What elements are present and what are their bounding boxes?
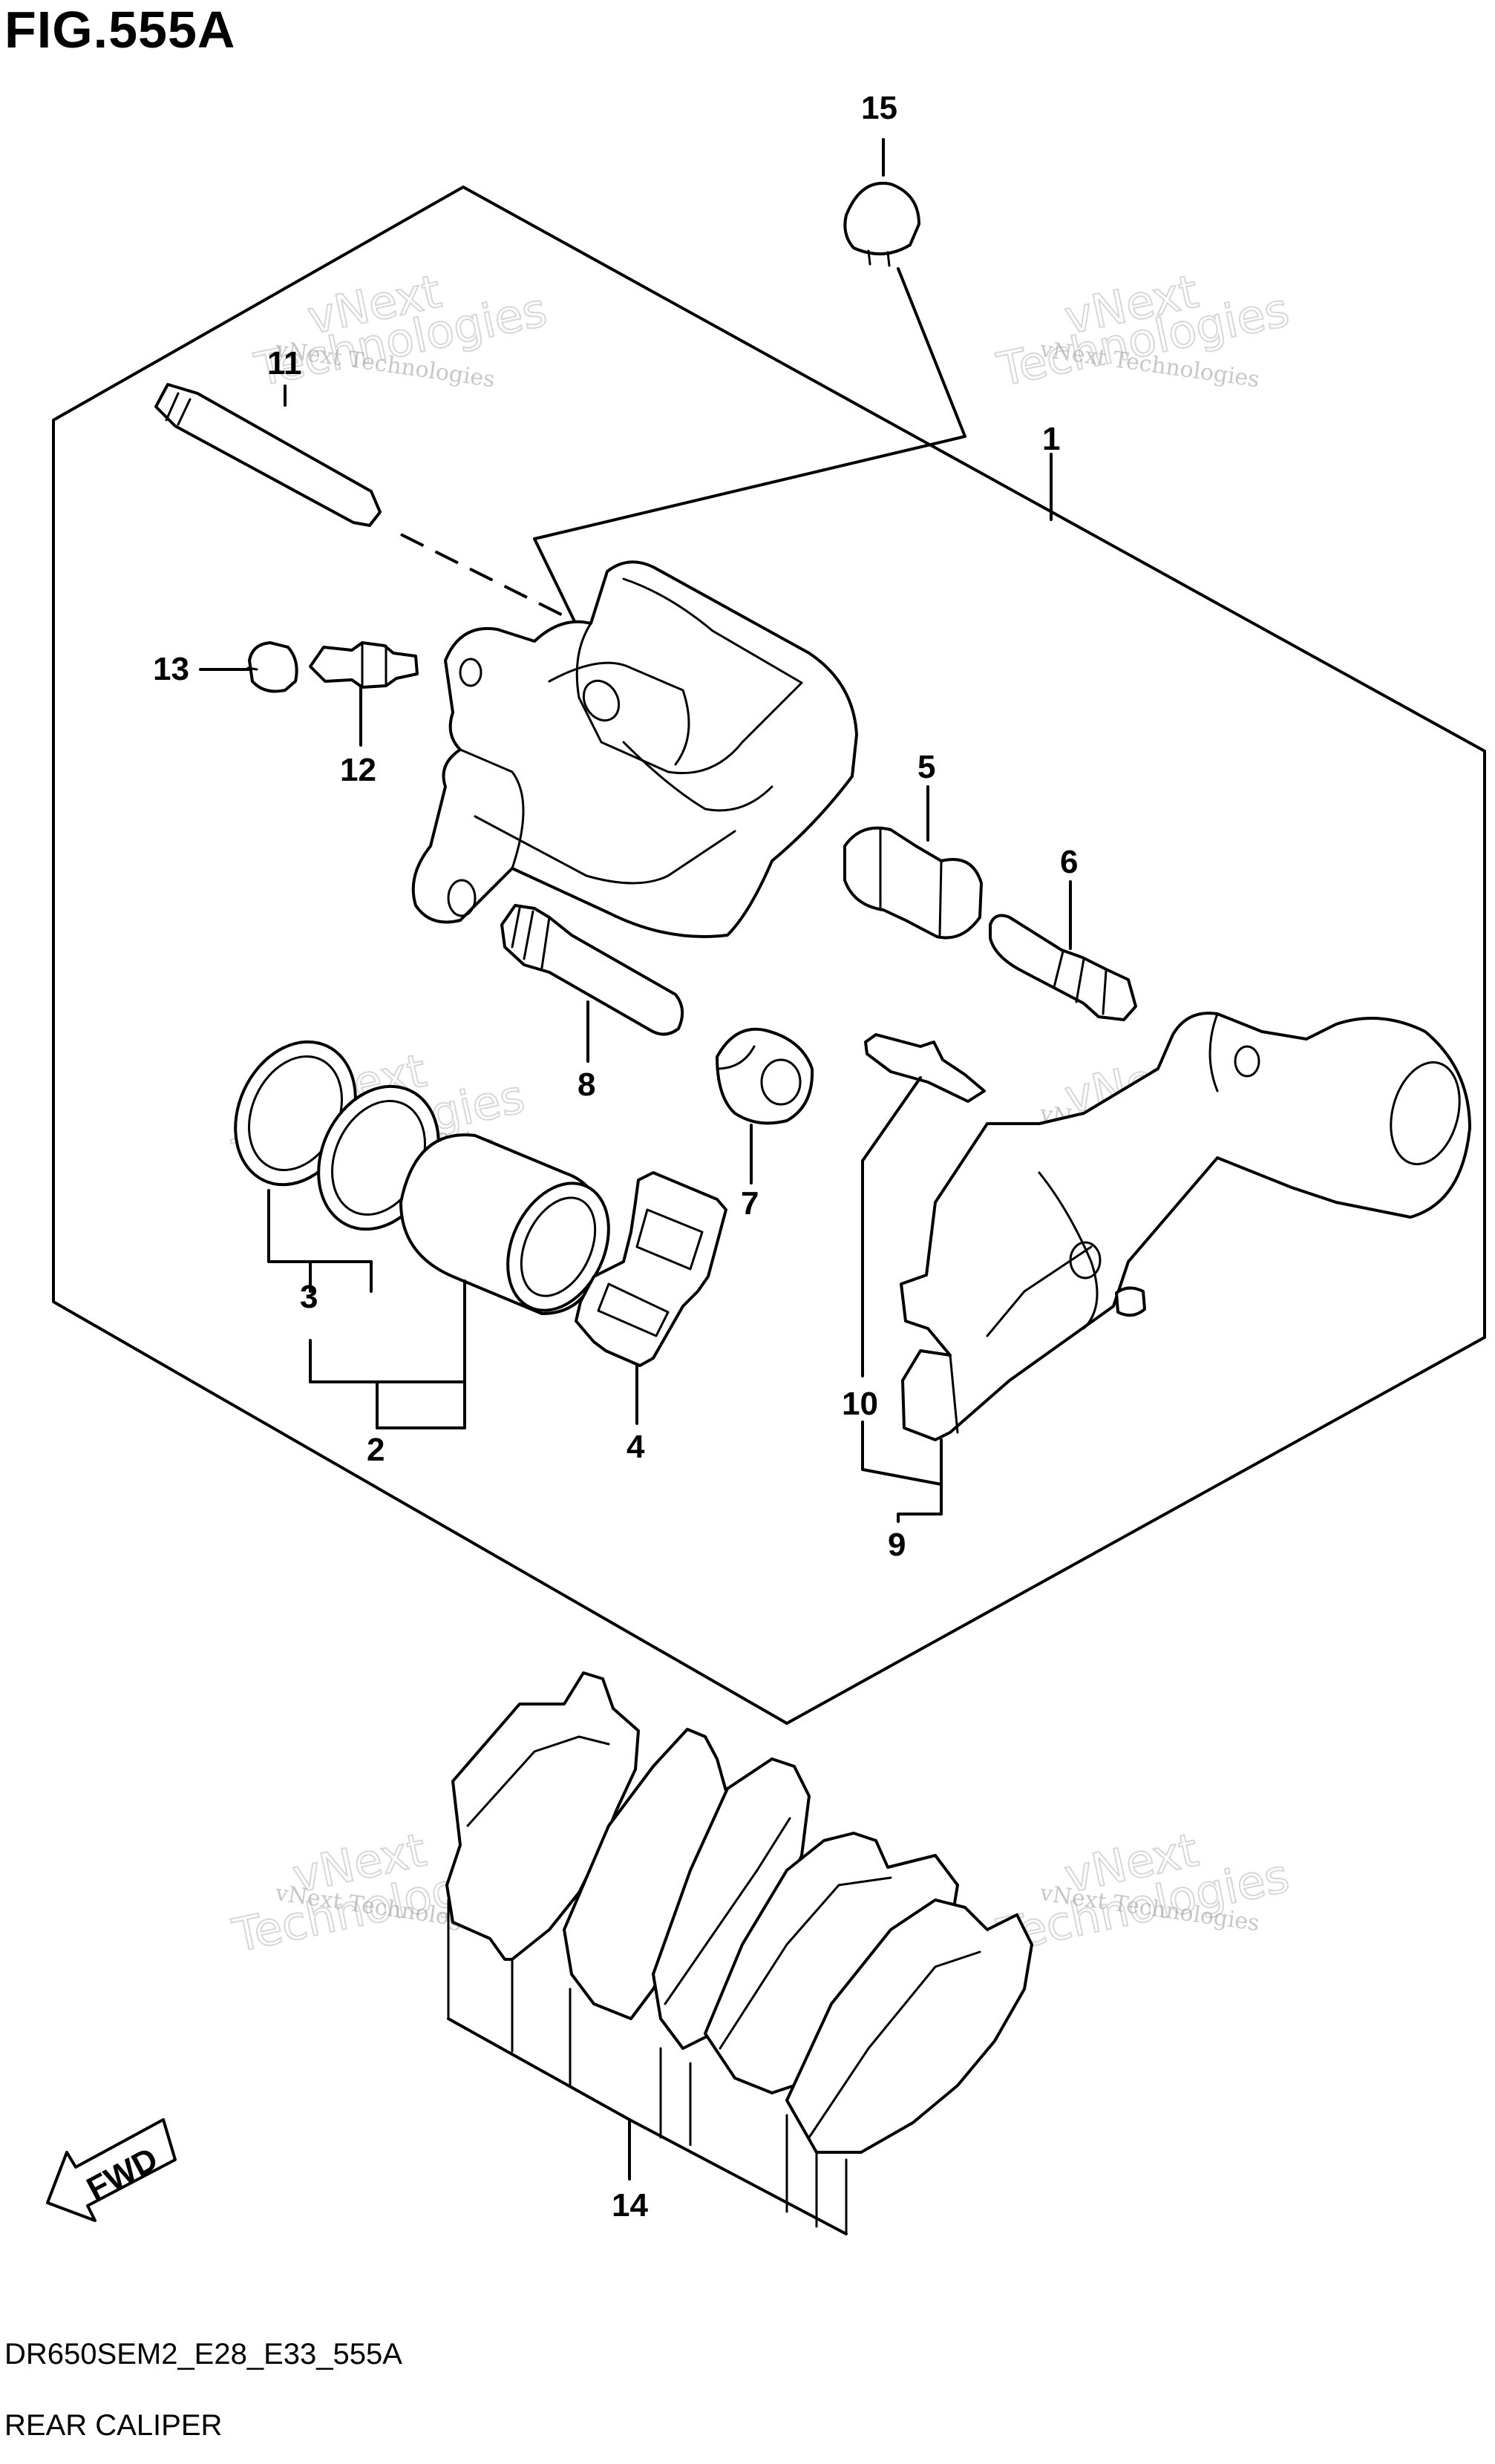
callout-9: 9 — [888, 1527, 906, 1563]
callout-13: 13 — [153, 651, 189, 687]
callout-14: 14 — [612, 2187, 648, 2224]
caliper-body — [411, 560, 858, 938]
callout-2: 2 — [367, 1432, 385, 1468]
callout-numbers: 15 1 11 13 12 5 6 8 7 3 2 4 10 9 14 — [153, 90, 1078, 2224]
callout-15: 15 — [861, 90, 897, 126]
callout-7: 7 — [741, 1185, 759, 1222]
model-code: DR650SEM2_E28_E33_555A — [4, 2338, 402, 2370]
leader-15-to-body — [533, 267, 966, 693]
callout-5: 5 — [917, 749, 935, 785]
part-7-boot — [716, 1027, 814, 1125]
callout-4: 4 — [627, 1429, 645, 1465]
part-11-pad-pin — [154, 383, 382, 527]
part-14-brake-pads — [445, 1671, 1033, 2235]
watermark-top-right: Technologies vNext vNext Technologies — [992, 263, 1295, 398]
part-12-bleeder-valve — [309, 641, 419, 689]
leader-10 — [861, 1076, 922, 1377]
leader-3 — [267, 1189, 373, 1293]
part-15-bleeder-cap — [843, 181, 920, 267]
callout-1: 1 — [1042, 421, 1060, 457]
part-13-cap — [246, 641, 298, 693]
pin-alignment-dashed-line — [400, 533, 565, 617]
figure-title: FIG.555A — [4, 1, 236, 59]
callout-10: 10 — [842, 1386, 878, 1422]
part-9-caliper-bracket — [900, 1012, 1471, 1441]
watermark-low-right: Technologies vNext vNext Technologies — [992, 1822, 1295, 1964]
part-8-slide-pin — [500, 904, 684, 1036]
callout-8: 8 — [578, 1066, 595, 1103]
part-4-pad-spring — [575, 1171, 727, 1367]
assembly-boundary — [52, 186, 1486, 1725]
part-2-piston — [399, 1133, 610, 1315]
callout-3: 3 — [300, 1279, 318, 1315]
fwd-arrow-icon: FWD — [46, 2118, 177, 2222]
callout-6: 6 — [1060, 844, 1078, 880]
leader-2-tail — [376, 1380, 466, 1429]
diagram-name: REAR CALIPER — [4, 2409, 223, 2442]
part-5-sleeve — [843, 826, 983, 940]
part-3-piston-seals — [234, 1040, 440, 1231]
callout-12: 12 — [340, 752, 376, 788]
part-10-retainer-clip — [864, 1033, 986, 1103]
callout-11: 11 — [267, 345, 302, 381]
leader-2 — [309, 1279, 466, 1383]
part-6-bolt — [989, 914, 1137, 1021]
